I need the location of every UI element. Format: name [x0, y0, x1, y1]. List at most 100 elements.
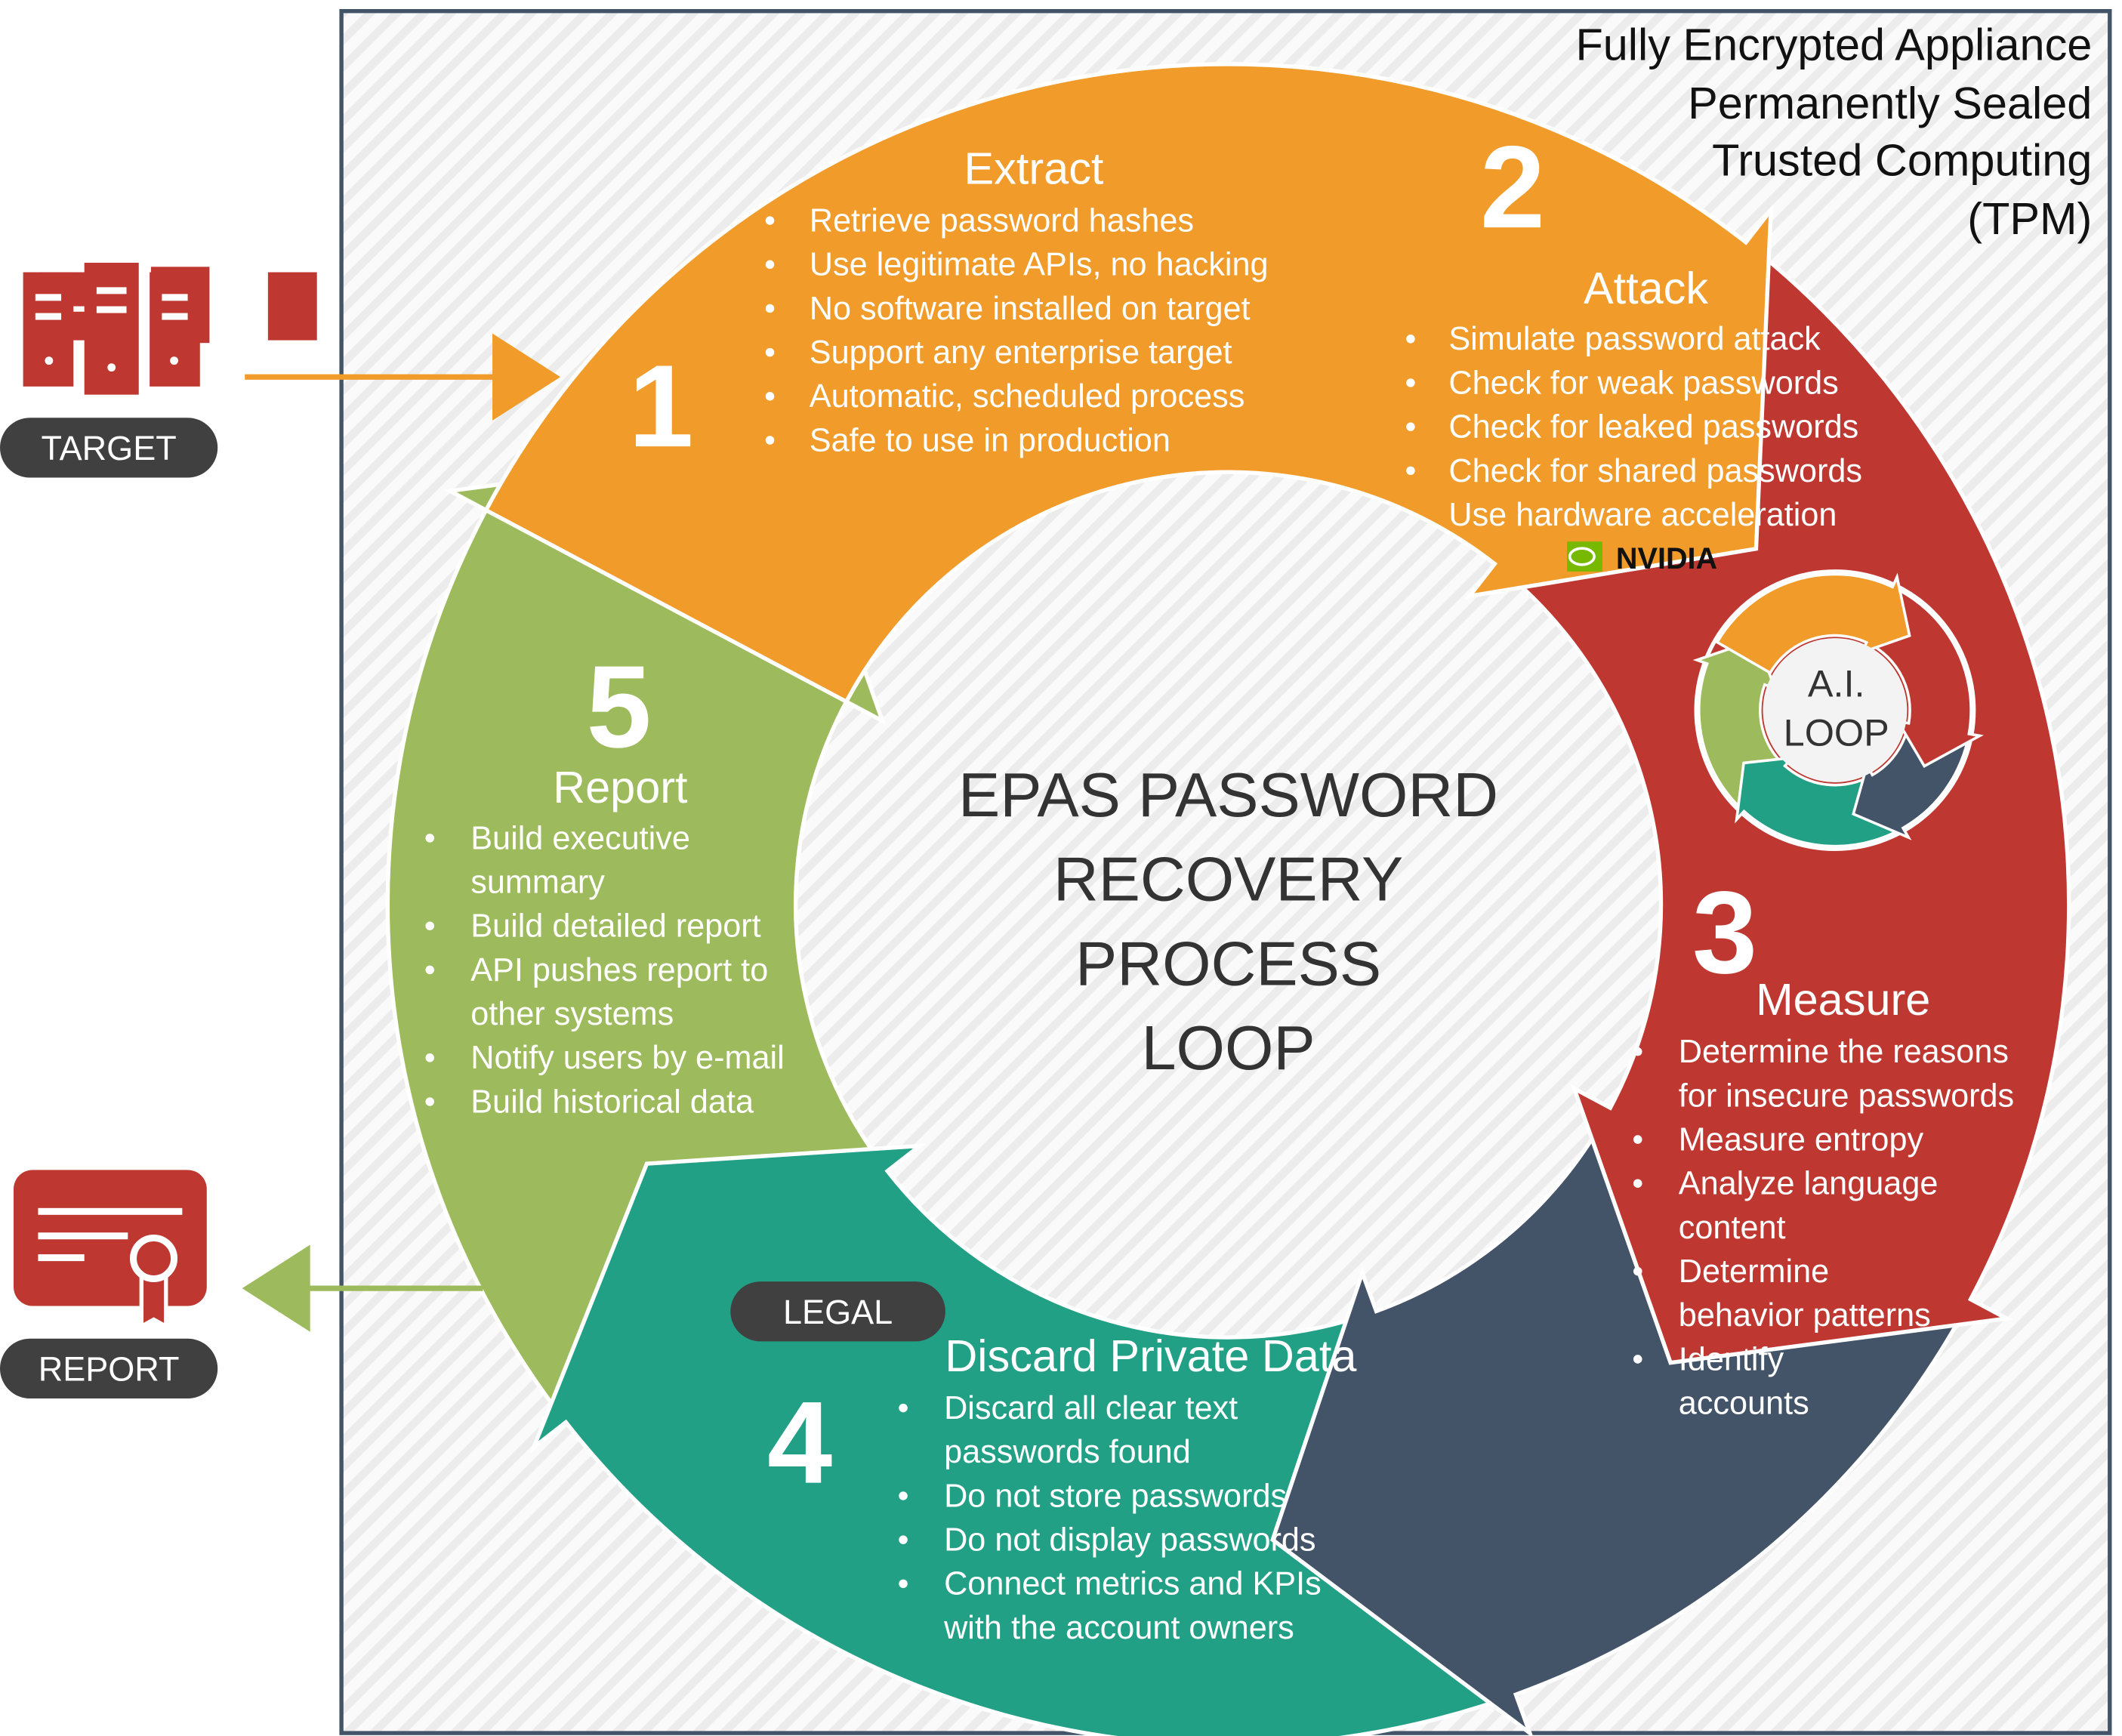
bullet-dot	[765, 216, 775, 225]
bullet-dot	[425, 834, 434, 843]
bullet-item: Notify users by e-mail	[470, 1040, 785, 1076]
step-title-attack: Attack	[1584, 263, 1708, 313]
report-label: REPORT	[39, 1350, 180, 1389]
legal-badge: LEGAL	[730, 1281, 945, 1342]
center-title-line: RECOVERY	[1053, 844, 1403, 914]
note-line: Permanently Sealed	[1688, 78, 2092, 128]
bullet-item-continuation: for insecure passwords	[1679, 1078, 2014, 1114]
bullet-item: Identify	[1679, 1341, 1784, 1377]
bullet-dot	[899, 1579, 908, 1589]
extract-arrow	[483, 62, 1774, 705]
bullet-item: Use hardware acceleration	[1448, 497, 1837, 533]
nvidia-wordmark: NVIDIA	[1616, 542, 1717, 575]
bullet-dot	[425, 1053, 434, 1062]
bullet-dot	[425, 921, 434, 930]
certificate-icon	[14, 1170, 207, 1331]
discard-bullet-list: Discard all clear text passwords found Do …	[899, 1390, 1322, 1646]
bullet-item: Safe to use in production	[810, 422, 1170, 458]
bullet-item: Simulate password attack	[1448, 321, 1821, 357]
bullet-item-continuation: behavior patterns	[1679, 1297, 1931, 1334]
nvidia-logo: NVIDIA	[1567, 541, 1717, 575]
bullet-item: Check for shared passwords	[1448, 453, 1862, 489]
bullet-item: Automatic, scheduled process	[810, 378, 1245, 415]
ai-loop-graphic	[1692, 569, 1984, 851]
step-number-3: 3	[1692, 867, 1757, 998]
bullet-item: No software installed on target	[810, 291, 1251, 327]
server-rack-icon	[23, 262, 200, 395]
bullet-item-continuation: content	[1679, 1210, 1786, 1246]
bullet-dot	[899, 1491, 908, 1500]
bullet-dot	[899, 1403, 908, 1413]
ai-loop-label: LOOP	[1784, 711, 1889, 754]
appliance-notes: Fully Encrypted Appliance Permanently Se…	[1575, 20, 2092, 245]
bullet-item: Build historical data	[470, 1084, 754, 1120]
bullet-item: Check for weak passwords	[1448, 365, 1838, 401]
bullet-item: Do not store passwords	[944, 1478, 1287, 1514]
center-title-line: PROCESS	[1075, 928, 1381, 998]
step-number-4: 4	[767, 1377, 832, 1508]
center-title-line: LOOP	[1141, 1013, 1315, 1083]
bullet-item: Build executive	[470, 820, 690, 856]
bullet-item: Support any enterprise target	[810, 335, 1232, 371]
report-pill: REPORT	[0, 1338, 218, 1398]
bullet-item: Check for leaked passwords	[1448, 409, 1858, 446]
ai-loop-orange-arrow	[1715, 572, 1911, 675]
bullet-item-continuation: other systems	[470, 996, 674, 1032]
bullet-dot	[1406, 422, 1415, 431]
step-number-2: 2	[1480, 122, 1545, 252]
step-title-extract: Extract	[964, 143, 1103, 193]
ai-loop-label: A.I.	[1808, 662, 1865, 705]
bullet-dot	[425, 1097, 434, 1106]
bullet-item: Use legitimate APIs, no hacking	[810, 247, 1269, 283]
bullet-item: Measure entropy	[1679, 1121, 1924, 1158]
bullet-dot	[1633, 1135, 1642, 1144]
step-number-5: 5	[587, 641, 652, 772]
bullet-item: API pushes report to	[470, 952, 768, 988]
center-title-line: EPAS PASSWORD	[958, 760, 1498, 830]
bullet-dot	[1633, 1355, 1642, 1364]
legal-badge-label: LEGAL	[783, 1293, 893, 1331]
note-line: Fully Encrypted Appliance	[1575, 20, 2092, 70]
bullet-item: Do not display passwords	[944, 1522, 1315, 1559]
bullet-dot	[765, 304, 775, 313]
input-arrow	[245, 333, 561, 421]
bullet-dot	[425, 965, 434, 975]
bullet-dot	[765, 392, 775, 401]
bullet-item-continuation: passwords found	[944, 1434, 1191, 1470]
bullet-dot	[1406, 378, 1415, 387]
note-line: Trusted Computing	[1712, 135, 2092, 186]
bullet-item-continuation: summary	[470, 864, 605, 900]
ai-loop-center	[1763, 638, 1908, 783]
measure-bullet-list: Determine the reasons for insecure passwo…	[1633, 1034, 2014, 1422]
step-title-discard: Discard Private Data	[945, 1331, 1357, 1381]
step-title-report: Report	[553, 762, 688, 812]
bullet-item-continuation: with the account owners	[943, 1610, 1294, 1646]
bullet-item-continuation: accounts	[1679, 1386, 1809, 1422]
bullet-dot	[1633, 1266, 1642, 1276]
note-line: (TPM)	[1967, 193, 2092, 244]
bullet-item: Retrieve password hashes	[810, 203, 1194, 239]
bullet-item: Connect metrics and KPIs	[944, 1566, 1322, 1602]
bullet-item: Determine the reasons	[1679, 1034, 2009, 1070]
bullet-item: Discard all clear text	[944, 1390, 1238, 1426]
bullet-dot	[765, 260, 775, 270]
bullet-item: Build detailed report	[470, 908, 760, 945]
bullet-dot	[1633, 1047, 1642, 1056]
bullet-item: Analyze language	[1679, 1166, 1938, 1202]
step-title-measure: Measure	[1756, 974, 1930, 1025]
output-arrow	[242, 1244, 483, 1332]
bullet-dot	[1406, 466, 1415, 476]
step-number-1: 1	[628, 341, 693, 471]
bullet-item: Determine	[1679, 1253, 1829, 1290]
bullet-dot	[1633, 1179, 1642, 1188]
bullet-dot	[1406, 335, 1415, 344]
target-pill: TARGET	[0, 418, 218, 478]
bullet-dot	[765, 436, 775, 445]
bullet-dot	[765, 347, 775, 357]
bullet-dot	[899, 1535, 908, 1544]
